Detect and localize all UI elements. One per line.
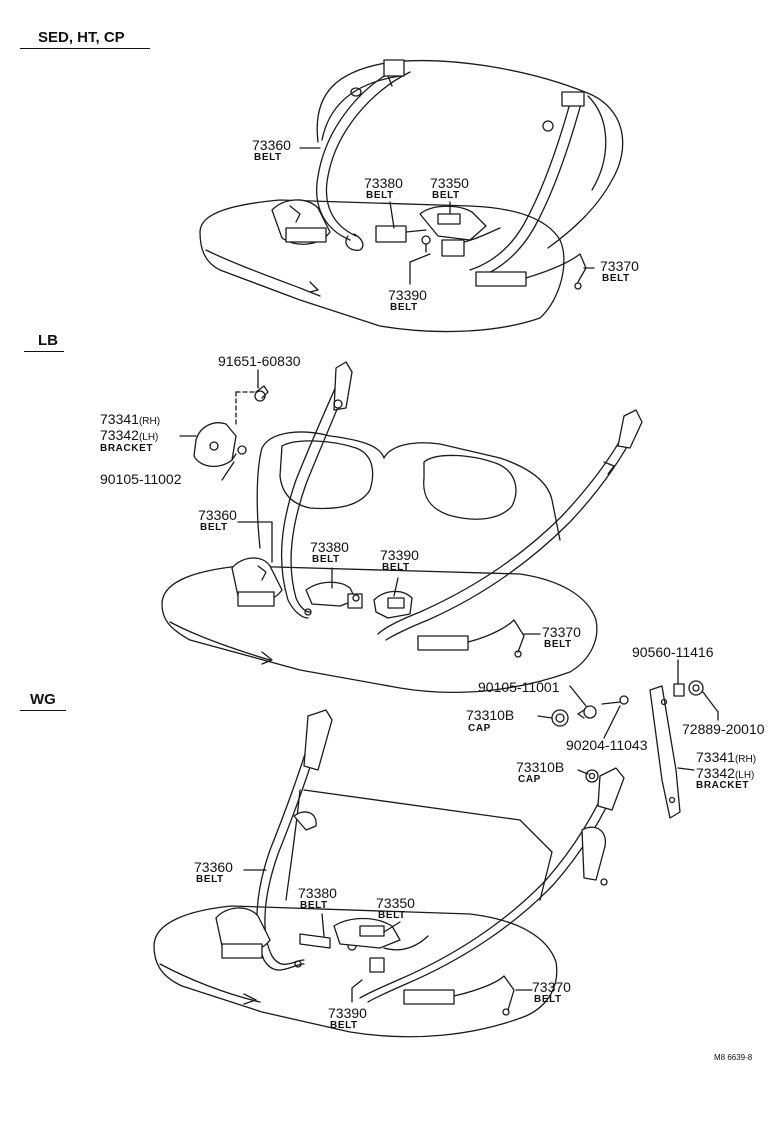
lb-73370-part-name: BELT [544, 639, 572, 650]
lb-bracket-part-name: BRACKET [100, 443, 154, 454]
section-underline [24, 351, 64, 352]
sed-73370-part-number: 73370 [600, 258, 639, 274]
lb-73342-part-number: 73342(LH) [100, 427, 159, 443]
lb-73390-part-number: 73390 [380, 547, 419, 563]
wg-73370-part-number: 73370 [532, 979, 571, 995]
wg-seat-illustration [153, 709, 625, 1038]
sed-73350-part-number: 73350 [430, 175, 469, 191]
sed-73350-part-name: BELT [432, 190, 460, 201]
wg-73350-part-name: BELT [378, 910, 406, 921]
wg-73380-part-name: BELT [300, 900, 328, 911]
sed-73360-part-name: BELT [254, 152, 282, 163]
sed-73370-part-name: BELT [602, 273, 630, 284]
90560-11416-part-number: 90560-11416 [632, 644, 714, 660]
sed-73390-part-number: 73390 [388, 287, 427, 303]
lb-73380-part-number: 73380 [310, 539, 349, 555]
lb-73360-part-number: 73360 [198, 507, 237, 523]
sed-73380-part-number: 73380 [364, 175, 403, 191]
section-title-wg: WG [30, 691, 56, 708]
lb-73370-part-number: 73370 [542, 624, 581, 640]
sed-73360-part-number: 73360 [252, 137, 291, 153]
sed-seat-illustration [199, 59, 624, 333]
hw-73342-part-number: 73342(LH) [696, 765, 755, 781]
section-title-lb: LB [38, 332, 58, 349]
sed-73390-part-name: BELT [390, 302, 418, 313]
wg-73360-part-name: BELT [196, 874, 224, 885]
hw-bracket-part-name: BRACKET [696, 780, 750, 791]
wg-73390-part-number: 73390 [328, 1005, 367, 1021]
wg-73380-part-number: 73380 [298, 885, 337, 901]
lb-73360-part-name: BELT [200, 522, 228, 533]
cap-73310b-part-number-2: 73310B [516, 759, 565, 775]
wg-73390-part-name: BELT [330, 1020, 358, 1031]
wg-73360-part-number: 73360 [194, 859, 233, 875]
section-underline [20, 710, 66, 711]
lb-91651-60830-part-number: 91651-60830 [218, 353, 301, 369]
cap-part-name: CAP [468, 723, 491, 734]
hardware-illustration [537, 659, 719, 819]
90105-11001-part-number: 90105-11001 [478, 679, 560, 695]
lb-73380-part-name: BELT [312, 554, 340, 565]
72889-20010-part-number: 72889-20010 [682, 721, 765, 737]
cap-part-name-2: CAP [518, 774, 541, 785]
section-underline [20, 48, 150, 49]
90204-11043-part-number: 90204-11043 [566, 737, 648, 753]
cap-73310b-part-number: 73310B [466, 707, 515, 723]
lb-73341-part-number: 73341(RH) [100, 411, 161, 427]
lb-90105-11002-part-number: 90105-11002 [100, 471, 182, 487]
hw-73341-part-number: 73341(RH) [696, 749, 757, 765]
section-title-sed-ht-cp: SED, HT, CP [38, 29, 125, 46]
sed-73380-part-name: BELT [366, 190, 394, 201]
drawing-code: M8 6639-8 [714, 1053, 753, 1062]
wg-73370-part-name: BELT [534, 994, 562, 1005]
lb-73390-part-name: BELT [382, 562, 410, 573]
lb-seat-illustration [161, 361, 643, 693]
wg-73350-part-number: 73350 [376, 895, 415, 911]
